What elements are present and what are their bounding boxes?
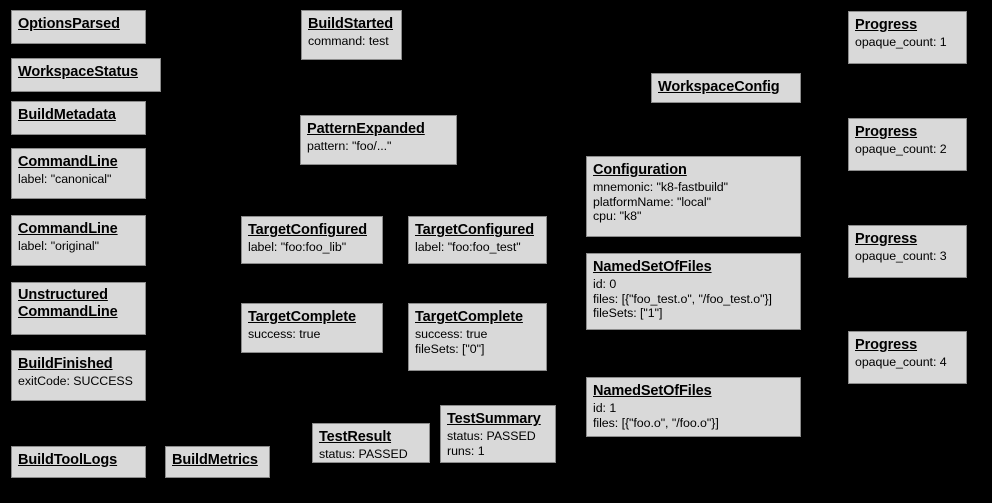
event-node-field: command: test xyxy=(308,34,389,49)
event-node-field: opaque_count: 4 xyxy=(855,355,947,370)
event-node-title: TargetComplete xyxy=(248,309,356,325)
event-node-field: label: "canonical" xyxy=(18,172,112,187)
event-node-field: exitCode: SUCCESS xyxy=(18,374,133,389)
event-node-title: WorkspaceConfig xyxy=(658,79,780,95)
event-node-target-configured-foo-lib[interactable]: TargetConfigured label: "foo:foo_lib" xyxy=(241,216,383,264)
event-node-title: TestSummary xyxy=(447,411,541,427)
event-node-field: opaque_count: 1 xyxy=(855,35,947,50)
event-node-title: TargetComplete xyxy=(415,309,523,325)
event-node-build-metrics[interactable]: BuildMetrics xyxy=(165,446,270,478)
event-node-title: NamedSetOfFiles xyxy=(593,259,712,275)
event-node-field: opaque_count: 3 xyxy=(855,249,947,264)
event-node-title: CommandLine xyxy=(18,221,118,237)
event-node-workspace-config[interactable]: WorkspaceConfig xyxy=(651,73,801,103)
event-node-title: TargetConfigured xyxy=(248,222,367,238)
event-node-title: WorkspaceStatus xyxy=(18,64,138,80)
event-node-target-complete-lib[interactable]: TargetComplete success: true xyxy=(241,303,383,353)
event-node-unstructured-command-line[interactable]: Unstructured CommandLine xyxy=(11,282,146,335)
event-node-field: files: [{"foo.o", "/foo.o"}] xyxy=(593,415,719,430)
event-node-title: Unstructured CommandLine xyxy=(18,287,118,321)
event-node-fields: label: "canonical" xyxy=(18,172,139,187)
event-node-options-parsed[interactable]: OptionsParsed xyxy=(11,10,146,44)
event-node-fields: pattern: "foo/..." xyxy=(307,139,450,154)
event-node-fields: label: "foo:foo_lib" xyxy=(248,240,376,255)
event-node-field: status: PASSED xyxy=(447,429,536,444)
event-node-field: fileSets: ["0"] xyxy=(415,341,485,356)
event-node-title: BuildFinished xyxy=(18,356,113,372)
event-node-fields: label: "foo:foo_test" xyxy=(415,240,540,255)
event-node-title: Progress xyxy=(855,337,918,353)
event-node-title: BuildToolLogs xyxy=(18,452,118,468)
event-node-title: TestResult xyxy=(319,429,392,445)
event-node-field: label: "foo:foo_test" xyxy=(415,240,521,255)
event-node-field: mnemonic: "k8-fastbuild" xyxy=(593,180,729,195)
event-node-field: label: "foo:foo_lib" xyxy=(248,240,347,255)
event-node-fields: exitCode: SUCCESS xyxy=(18,374,139,389)
event-node-field: files: [{"foo_test.o", "/foo_test.o"}] xyxy=(593,291,772,306)
event-node-title: BuildStarted xyxy=(308,16,394,32)
event-node-title: Progress xyxy=(855,17,918,33)
event-node-pattern-expanded[interactable]: PatternExpanded pattern: "foo/..." xyxy=(300,115,457,165)
event-node-fields: opaque_count: 4 xyxy=(855,355,960,370)
event-node-field: success: true xyxy=(415,327,488,342)
event-node-progress-1[interactable]: Progress opaque_count: 1 xyxy=(848,11,967,64)
event-node-build-started[interactable]: BuildStarted command: test xyxy=(301,10,402,60)
event-node-fields: mnemonic: "k8-fastbuild"platformName: "l… xyxy=(593,180,794,224)
event-node-field: status: PASSED xyxy=(319,447,408,462)
event-node-progress-2[interactable]: Progress opaque_count: 2 xyxy=(848,118,967,171)
event-node-title: TargetConfigured xyxy=(415,222,534,238)
event-node-title: Configuration xyxy=(593,162,687,178)
event-node-field: runs: 1 xyxy=(447,443,485,458)
event-node-field: platformName: "local" xyxy=(593,194,711,209)
event-node-fields: opaque_count: 1 xyxy=(855,35,960,50)
event-node-field: success: true xyxy=(248,327,321,342)
event-node-command-line-canonical[interactable]: CommandLine label: "canonical" xyxy=(11,148,146,199)
event-node-title: OptionsParsed xyxy=(18,16,120,32)
event-node-field: pattern: "foo/..." xyxy=(307,139,392,154)
event-node-build-metadata[interactable]: BuildMetadata xyxy=(11,101,146,135)
event-node-fields: command: test xyxy=(308,34,395,49)
event-node-field: id: 0 xyxy=(593,277,617,292)
event-node-title: CommandLine xyxy=(18,154,118,170)
event-node-field: opaque_count: 2 xyxy=(855,142,947,157)
event-node-title: Progress xyxy=(855,124,918,140)
event-node-target-configured-foo-test[interactable]: TargetConfigured label: "foo:foo_test" xyxy=(408,216,547,264)
event-node-field: label: "original" xyxy=(18,239,99,254)
event-node-field: cpu: "k8" xyxy=(593,209,642,224)
event-node-title: NamedSetOfFiles xyxy=(593,383,712,399)
event-node-command-line-original[interactable]: CommandLine label: "original" xyxy=(11,215,146,266)
event-node-test-result[interactable]: TestResult status: PASSED xyxy=(312,423,430,463)
event-node-configuration[interactable]: Configuration mnemonic: "k8-fastbuild"pla… xyxy=(586,156,801,237)
event-node-fields: opaque_count: 3 xyxy=(855,249,960,264)
event-node-fields: opaque_count: 2 xyxy=(855,142,960,157)
event-node-fields: label: "original" xyxy=(18,239,139,254)
event-node-title: BuildMetrics xyxy=(172,452,258,468)
event-node-fields: success: true xyxy=(248,327,376,342)
event-node-progress-3[interactable]: Progress opaque_count: 3 xyxy=(848,225,967,278)
event-node-build-finished[interactable]: BuildFinished exitCode: SUCCESS xyxy=(11,350,146,401)
event-node-progress-4[interactable]: Progress opaque_count: 4 xyxy=(848,331,967,384)
event-node-build-tool-logs[interactable]: BuildToolLogs xyxy=(11,446,146,478)
event-node-title: BuildMetadata xyxy=(18,107,116,123)
event-node-field: fileSets: ["1"] xyxy=(593,306,663,321)
event-node-fields: status: PASSED xyxy=(319,447,423,462)
event-node-title: Progress xyxy=(855,231,918,247)
event-node-workspace-status[interactable]: WorkspaceStatus xyxy=(11,58,161,92)
event-node-field: id: 1 xyxy=(593,401,617,416)
event-node-title: PatternExpanded xyxy=(307,121,425,137)
